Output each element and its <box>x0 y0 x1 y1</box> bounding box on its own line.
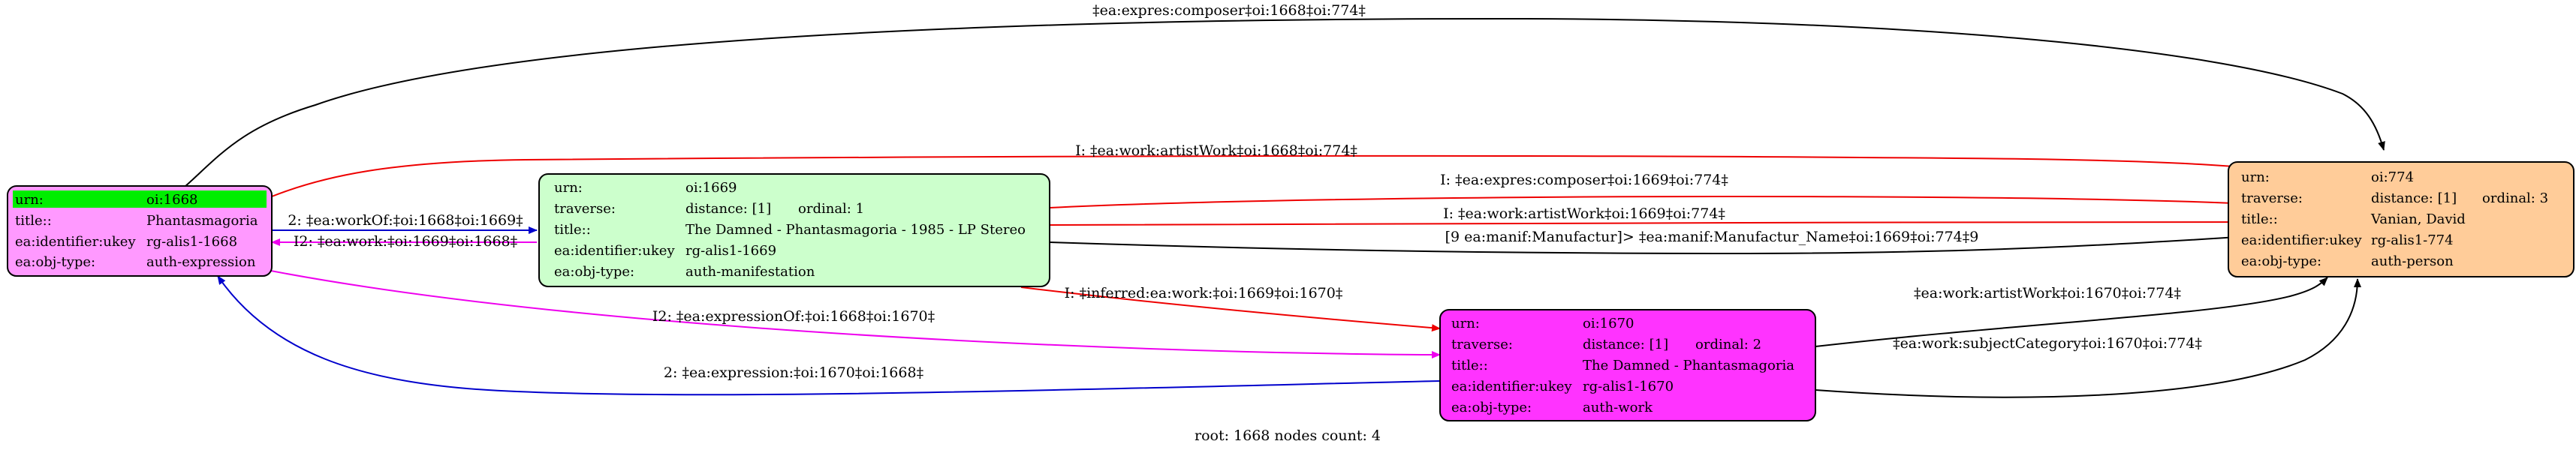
edge-expression-1670-1668[interactable] <box>217 275 1441 396</box>
node-1670-row-3-val: rg-alis1-1670 <box>1583 379 1674 394</box>
graph-footer: root: 1668 nodes count: 4 <box>1195 428 1381 444</box>
edge-label-expressionof-1668-1670: I2: ‡ea:expressionOf:‡oi:1668‡oi:1670‡ <box>652 308 935 325</box>
node-1668-row-3-key: ea:obj-type: <box>15 254 95 270</box>
node-1668-box <box>7 185 273 277</box>
node-774-row-3-val: rg-alis1-774 <box>2371 232 2454 248</box>
node-1668-row-1-key: title:: <box>15 213 52 229</box>
node-1668-row-1-val: Phantasmagoria <box>146 213 258 229</box>
node-1670-row-2-val: The Damned - Phantasmagoria <box>1583 358 1794 374</box>
edge-label-expression-1670-1668: 2: ‡ea:expression:‡oi:1670‡oi:1668‡ <box>664 364 923 381</box>
node-1670-row-1-val: distance: [1] <box>1583 337 1668 352</box>
node-1668-row-0-val: oi:1668 <box>146 192 197 208</box>
node-1669-row-1-extra: ordinal: 1 <box>798 201 864 217</box>
edge-label-subject-1670-774: ‡ea:work:subjectCategory‡oi:1670‡oi:774‡ <box>1893 335 2202 352</box>
node-1669-row-1-key: traverse: <box>554 201 616 217</box>
edge-label-artistwork-1670-774: ‡ea:work:artistWork‡oi:1670‡oi:774‡ <box>1914 285 2181 302</box>
edge-composer-1669-774[interactable] <box>1049 195 2291 210</box>
node-1668-row-2-key: ea:identifier:ukey <box>15 234 136 250</box>
node-1668-row-2-val: rg-alis1-1668 <box>146 234 237 250</box>
node-774-row-1-key: traverse: <box>2241 190 2303 206</box>
node-774-row-2-val: Vanian, David <box>2370 212 2466 227</box>
edge-manufactur-1669-774[interactable] <box>1049 230 2291 255</box>
node-1670[interactable]: urn: oi:1670 traverse: distance: [1] ord… <box>1439 309 1816 422</box>
node-1669-row-0-val: oi:1669 <box>685 180 737 196</box>
node-1670-row-4-key: ea:obj-type: <box>1451 400 1532 416</box>
edge-artistwork-1670-774[interactable] <box>1815 277 2328 347</box>
edge-expres-composer-1668-774[interactable] <box>183 17 2385 188</box>
node-1669-row-2-key: title:: <box>554 222 591 238</box>
node-1668-row-0-key: urn: <box>15 192 44 208</box>
node-1670-box <box>1439 309 1816 422</box>
edge-label-expres-composer-1668-774: ‡ea:expres:composer‡oi:1668‡oi:774‡ <box>1092 2 1366 19</box>
edge-label-artistwork-1668-774: I: ‡ea:work:artistWork‡oi:1668‡oi:774‡ <box>1075 142 1357 159</box>
node-774-box <box>2228 161 2574 278</box>
node-774-row-0-key: urn: <box>2241 170 2270 185</box>
node-1669-row-2-val: The Damned - Phantasmagoria - 1985 - LP … <box>685 222 1026 238</box>
node-1669-row-3-val: rg-alis1-1669 <box>685 243 776 259</box>
node-1670-row-0-val: oi:1670 <box>1583 316 1634 332</box>
edge-label-manufactur-1669-774: [9 ea:manif:Manufactur]> ‡ea:manif:Manuf… <box>1445 229 1979 245</box>
node-1668-urn-highlight <box>13 190 267 208</box>
node-1670-row-1-extra: ordinal: 2 <box>1695 337 1761 352</box>
edge-label-work-1669-1668: I2: ‡ea:work:‡oi:1669‡oi:1668‡ <box>294 233 517 250</box>
node-1670-row-2-key: title:: <box>1451 358 1488 374</box>
node-774-row-2-key: title:: <box>2241 212 2278 227</box>
edge-subject-1670-774[interactable] <box>1815 278 2361 398</box>
node-1669[interactable]: urn: oi:1669 traverse: distance: [1] ord… <box>538 173 1050 287</box>
edge-artistwork-1668-774[interactable] <box>271 154 2291 197</box>
node-1670-row-3-key: ea:identifier:ukey <box>1451 379 1572 394</box>
node-1669-row-0-key: urn: <box>554 180 583 196</box>
edge-label-inferred-1669-1670: I: ‡inferred:ea:work:‡oi:1669‡oi:1670‡ <box>1065 285 1343 302</box>
node-1669-box <box>538 173 1050 287</box>
node-774-row-0-val: oi:774 <box>2371 170 2414 185</box>
node-1669-row-4-key: ea:obj-type: <box>554 264 634 280</box>
node-1670-row-0-key: urn: <box>1451 316 1480 332</box>
node-1668[interactable]: urn: oi:1668 title:: Phantasmagoria ea:i… <box>7 185 273 277</box>
edge-inferred-1669-1670[interactable] <box>1020 286 1441 332</box>
edge-labels: ‡ea:expres:composer‡oi:1668‡oi:774‡ I: ‡… <box>288 2 2202 381</box>
node-1669-row-1-val: distance: [1] <box>685 201 771 217</box>
node-774-row-1-val: distance: [1] <box>2371 190 2457 206</box>
node-774[interactable]: urn: oi:774 traverse: distance: [1] ordi… <box>2228 161 2574 278</box>
edge-label-composer-1669-774: I: ‡ea:expres:composer‡oi:1669‡oi:774‡ <box>1440 172 1728 188</box>
node-1669-row-4-val: auth-manifestation <box>685 264 815 280</box>
node-774-row-3-key: ea:identifier:ukey <box>2241 232 2362 248</box>
node-774-row-4-key: ea:obj-type: <box>2241 254 2321 269</box>
node-1670-row-1-key: traverse: <box>1451 337 1513 352</box>
node-1668-row-3-val: auth-expression <box>146 254 256 270</box>
edge-label-workof-1668-1669: 2: ‡ea:workOf:‡oi:1668‡oi:1669‡ <box>288 212 523 229</box>
edges <box>183 17 2385 398</box>
edge-label-artistwork-1669-774: I: ‡ea:work:artistWork‡oi:1669‡oi:774‡ <box>1443 206 1725 222</box>
node-774-row-4-val: auth-person <box>2371 254 2454 269</box>
node-1669-row-3-key: ea:identifier:ukey <box>554 243 675 259</box>
edge-artistwork-1669-774[interactable] <box>1049 218 2291 226</box>
node-774-row-1-extra: ordinal: 3 <box>2482 190 2548 206</box>
node-1670-row-4-val: auth-work <box>1583 400 1653 416</box>
edge-expressionof-1668-1670[interactable] <box>247 266 1441 358</box>
